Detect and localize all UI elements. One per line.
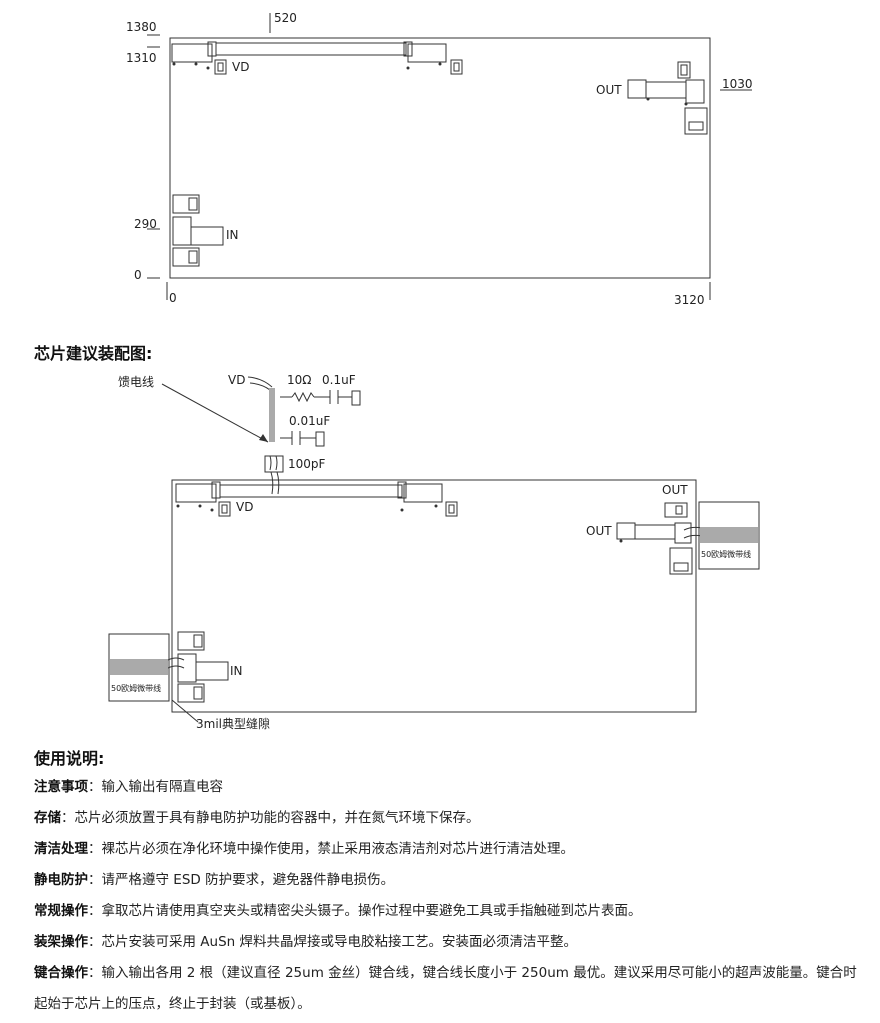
usage-label: 存储 xyxy=(34,810,61,826)
usage-text: 输入输出各用 2 根（建议直径 25um 金丝）键合线，键合线长度小于 250u… xyxy=(34,965,857,1012)
dim-290: 290 xyxy=(134,217,157,231)
label-vd-source: VD xyxy=(228,373,245,387)
label-microstrip-left: 50欧姆微带线 xyxy=(111,683,161,693)
dim-0-left: 0 xyxy=(134,268,142,282)
microstrip-right xyxy=(698,501,760,570)
label-in-pad: IN xyxy=(230,664,243,678)
label-vd-pad: VD xyxy=(236,500,253,514)
usage-text: 请严格遵守 ESD 防护要求，避免器件静电损伤。 xyxy=(101,872,395,888)
label-10ohm: 10Ω xyxy=(287,373,311,387)
usage-heading: 使用说明: xyxy=(34,749,105,768)
label-gap: 3mil典型缝隙 xyxy=(196,716,270,731)
label-0-1uf: 0.1uF xyxy=(322,373,356,387)
usage-item: 常规操作：拿取芯片请使用真空夹头或精密尖头镊子。操作过程中要避免工具或手指触碰到… xyxy=(34,903,642,919)
assembly-diagram: 馈电线 VD 10Ω 0.1uF 0.01uF 100pF VD OUT OUT… xyxy=(108,373,760,731)
usage-item: 装架操作：芯片安装可采用 AuSn 焊料共晶焊接或导电胶粘接工艺。安装面必须清洁… xyxy=(34,934,578,950)
usage-text: 芯片必须放置于具有静电防护功能的容器中，并在氮气环境下保存。 xyxy=(74,810,480,826)
feed-line-arrow xyxy=(161,383,269,443)
label-vd: VD xyxy=(232,60,249,74)
usage-list: 注意事项：输入输出有隔直电容 存储：芯片必须放置于具有静电防护功能的容器中，并在… xyxy=(34,772,864,1020)
label-feed-line: 馈电线 xyxy=(118,375,154,389)
usage-item: 清洁处理：裸芯片必须在净化环境中操作使用，禁止采用液态清洁剂对芯片进行清洁处理。 xyxy=(34,841,575,857)
microstrip-left xyxy=(108,633,170,702)
dim-520: 520 xyxy=(274,11,297,25)
usage-text: 输入输出有隔直电容 xyxy=(101,779,224,795)
usage-label: 注意事项 xyxy=(34,779,88,795)
usage-item: 静电防护：请严格遵守 ESD 防护要求，避免器件静电损伤。 xyxy=(34,872,395,888)
label-microstrip-right: 50欧姆微带线 xyxy=(701,549,751,559)
label-out-top: OUT xyxy=(662,483,688,497)
label-0-01uf: 0.01uF xyxy=(289,414,330,428)
dim-3120: 3120 xyxy=(674,293,705,307)
dim-1310: 1310 xyxy=(126,51,157,65)
label-100pf: 100pF xyxy=(288,457,326,471)
usage-label: 常规操作 xyxy=(34,903,88,919)
assembly-heading: 芯片建议装配图: xyxy=(34,344,153,363)
usage-item: 键合操作：输入输出各用 2 根（建议直径 25um 金丝）键合线，键合线长度小于… xyxy=(34,965,857,1012)
usage-item: 注意事项：输入输出有隔直电容 xyxy=(34,779,224,795)
usage-text: 裸芯片必须在净化环境中操作使用，禁止采用液态清洁剂对芯片进行清洁处理。 xyxy=(101,841,575,857)
usage-item: 存储：芯片必须放置于具有静电防护功能的容器中，并在氮气环境下保存。 xyxy=(34,810,480,826)
label-in: IN xyxy=(226,228,239,242)
usage-text: 芯片安装可采用 AuSn 焊料共晶焊接或导电胶粘接工艺。安装面必须清洁平整。 xyxy=(101,934,578,950)
dim-1380: 1380 xyxy=(126,20,157,34)
label-out: OUT xyxy=(596,83,622,97)
dim-0-bottom: 0 xyxy=(169,291,177,305)
chip-outline xyxy=(169,37,711,279)
label-out-pad: OUT xyxy=(586,524,612,538)
usage-label: 静电防护 xyxy=(34,872,88,888)
dim-1030: 1030 xyxy=(722,77,753,91)
usage-text: 拿取芯片请使用真空夹头或精密尖头镊子。操作过程中要避免工具或手指触碰到芯片表面。 xyxy=(101,903,642,919)
chip-outline-diagram: 1380 1310 520 1030 290 0 0 3120 VD OUT I… xyxy=(126,11,753,307)
usage-label: 键合操作 xyxy=(34,965,88,981)
usage-label: 装架操作 xyxy=(34,934,88,950)
usage-label: 清洁处理 xyxy=(34,841,88,857)
assembly-outline xyxy=(171,479,697,713)
